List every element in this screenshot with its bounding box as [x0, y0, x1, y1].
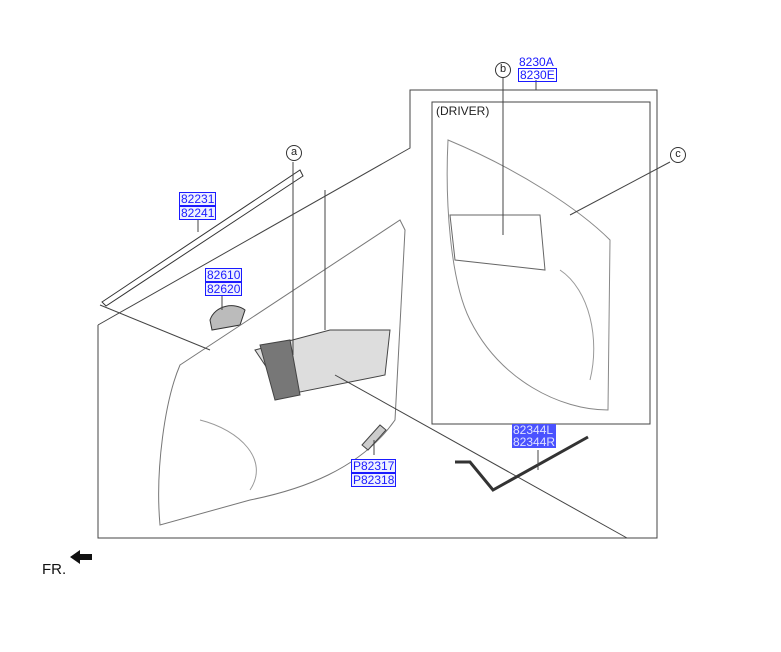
label-assembly[interactable]: 8230A 8230E	[518, 56, 557, 82]
label-weatherstrip[interactable]: 82231 82241	[179, 192, 217, 220]
part-number[interactable]: 82231	[179, 192, 217, 206]
label-seal[interactable]: 82344L 82344R	[512, 424, 557, 449]
label-clip[interactable]: P82317 P82318	[351, 459, 397, 487]
driver-inset-frame	[431, 101, 651, 425]
callout-a: a	[286, 145, 302, 161]
part-number[interactable]: P82318	[351, 473, 397, 487]
weatherstrip-part	[101, 169, 304, 307]
reference-line	[99, 304, 211, 351]
callout-b: b	[495, 62, 511, 78]
part-number[interactable]: 82610	[205, 268, 243, 282]
clip-part	[361, 424, 387, 451]
door-pocket-contour	[199, 419, 257, 491]
front-arrow-icon	[70, 550, 92, 564]
door-pull-handle	[259, 339, 301, 401]
driver-door-panel-outline	[446, 139, 611, 411]
direction-label: FR.	[42, 561, 67, 578]
part-number[interactable]: 82620	[205, 282, 243, 296]
callout-c: c	[670, 147, 686, 163]
inside-handle-part	[209, 305, 246, 331]
part-number[interactable]: 8230A	[519, 55, 554, 69]
door-trim-panel-outline	[158, 219, 406, 526]
seal-part	[455, 435, 589, 492]
driver-label: (DRIVER)	[436, 104, 490, 118]
label-handle[interactable]: 82610 82620	[205, 268, 243, 296]
part-number[interactable]: 8230E	[518, 68, 557, 82]
part-number[interactable]: 82241	[179, 206, 217, 220]
reference-line	[334, 374, 628, 539]
driver-switch-panel	[449, 214, 546, 271]
driver-armrest-contour	[559, 269, 595, 381]
assembly-bracket	[97, 89, 658, 539]
callout-c-leader-line	[569, 161, 671, 216]
part-number[interactable]: 82344R	[512, 435, 557, 449]
part-number[interactable]: 82344L	[512, 424, 557, 436]
part-number[interactable]: P82317	[351, 459, 397, 473]
